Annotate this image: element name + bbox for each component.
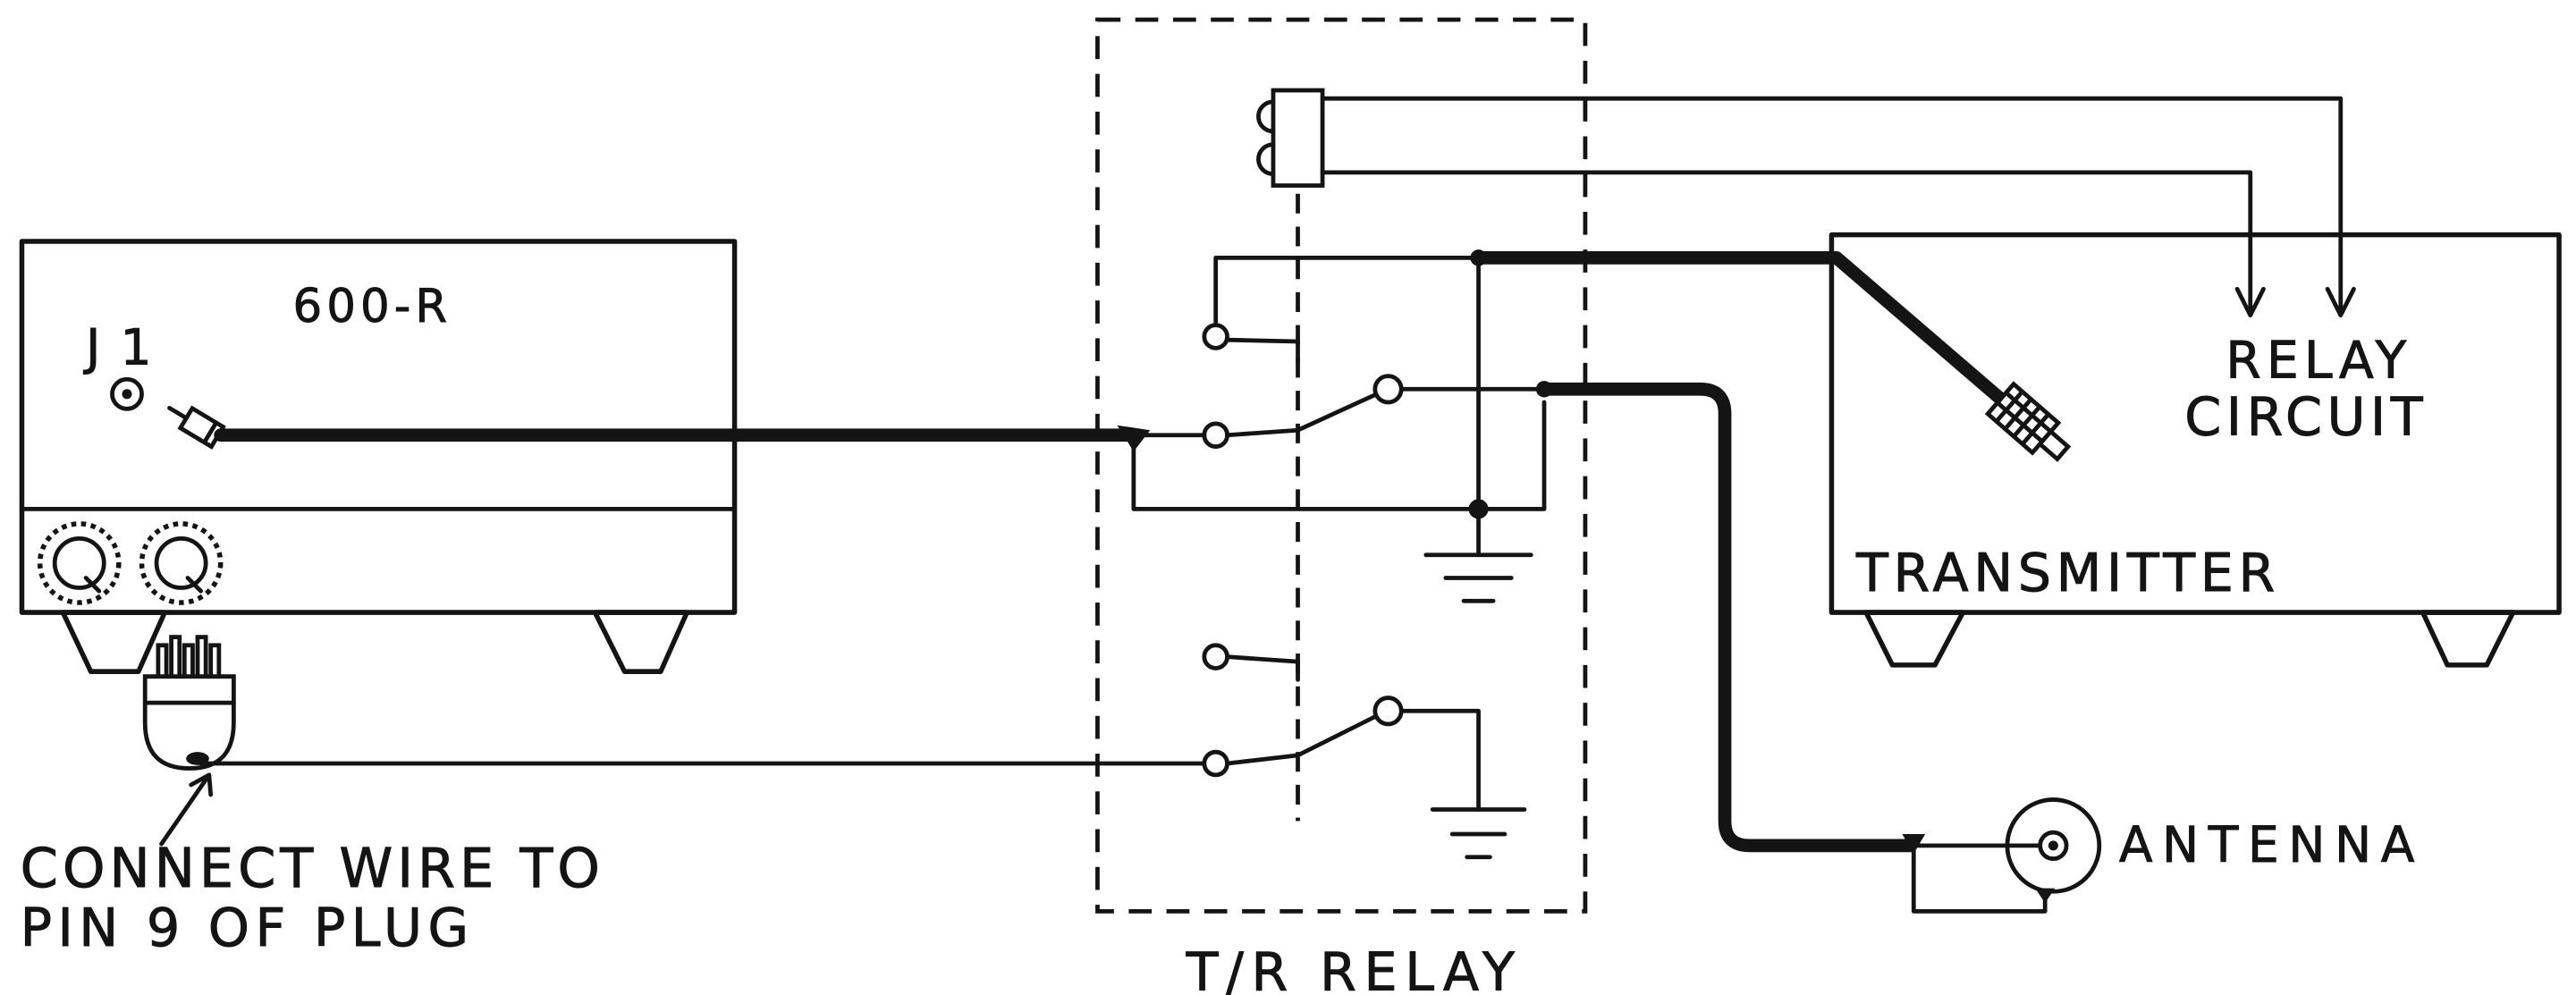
relay-circuit-label-line1: RELAY	[2225, 331, 2406, 390]
receiver-label: 600-R	[293, 280, 448, 333]
upper-shield-return	[1131, 400, 1547, 511]
receiver-cabinet	[19, 239, 738, 615]
transmitter-foot-right	[2420, 610, 2516, 668]
tr-relay: T/R RELAY	[1095, 17, 1588, 995]
antenna-shield-wire	[1911, 843, 2048, 914]
antenna-icon	[2005, 797, 2102, 904]
tr-relay-label: T/R RELAY	[1186, 940, 1516, 995]
receiver-600r: 600-R J1	[19, 239, 738, 674]
upper-switch-arm	[1225, 392, 1380, 438]
j1-coax-plug	[167, 405, 226, 450]
lower-common-contact	[1202, 749, 1229, 778]
receiver-knob-right	[139, 521, 224, 605]
receiver-foot-right	[592, 610, 690, 674]
transmitter-coax	[1472, 251, 2007, 406]
ground-junction-dot	[1468, 499, 1489, 519]
upper-nc-lead	[1213, 255, 1481, 328]
note-text-line1: CONNECT WIRE TO	[21, 838, 600, 900]
upper-no-contact	[1372, 374, 1404, 405]
lower-no-contact	[1372, 696, 1404, 727]
lower-nc-contact	[1202, 643, 1229, 670]
lower-switch-arm	[1225, 713, 1380, 766]
tr-relay-enclosure	[1095, 17, 1588, 914]
upper-switch	[1131, 255, 1547, 603]
transmitter: RELAY CIRCUIT TRANSMITTER	[1829, 232, 2562, 668]
octal-plug	[142, 635, 236, 771]
antenna-coax	[1537, 382, 1917, 853]
jack-j1-label: J1	[83, 319, 151, 376]
upper-nc-contact	[1202, 323, 1229, 350]
coil-lead-top	[1320, 96, 2344, 315]
receiver-knob-left	[37, 521, 122, 605]
transmitter-foot-left	[1863, 610, 1966, 668]
note-arrow	[159, 772, 214, 847]
arrow-down-icon	[2325, 286, 2356, 318]
lower-ground-lead	[1398, 708, 1481, 812]
upper-common-contact	[1202, 421, 1229, 449]
relay-circuit-label-line2: CIRCUIT	[2184, 386, 2423, 448]
receiver-foot-left	[60, 610, 167, 674]
transmitter-cabinet	[1829, 232, 2562, 615]
antenna-label: ANTENNA	[2119, 816, 2415, 873]
transmitter-coax-connector	[1984, 381, 2072, 462]
coil-lead-bottom	[1320, 170, 2253, 315]
transmitter-label: TRANSMITTER	[1855, 542, 2275, 603]
lower-ground-symbol	[1430, 807, 1527, 860]
note-text-line2: PIN 9 OF PLUG	[21, 897, 469, 958]
upper-ground-symbol	[1423, 552, 1533, 603]
jack-j1	[110, 376, 144, 411]
lower-switch	[1202, 643, 1527, 860]
relay-coil	[1256, 88, 1325, 188]
arrow-down-icon	[2234, 286, 2266, 318]
